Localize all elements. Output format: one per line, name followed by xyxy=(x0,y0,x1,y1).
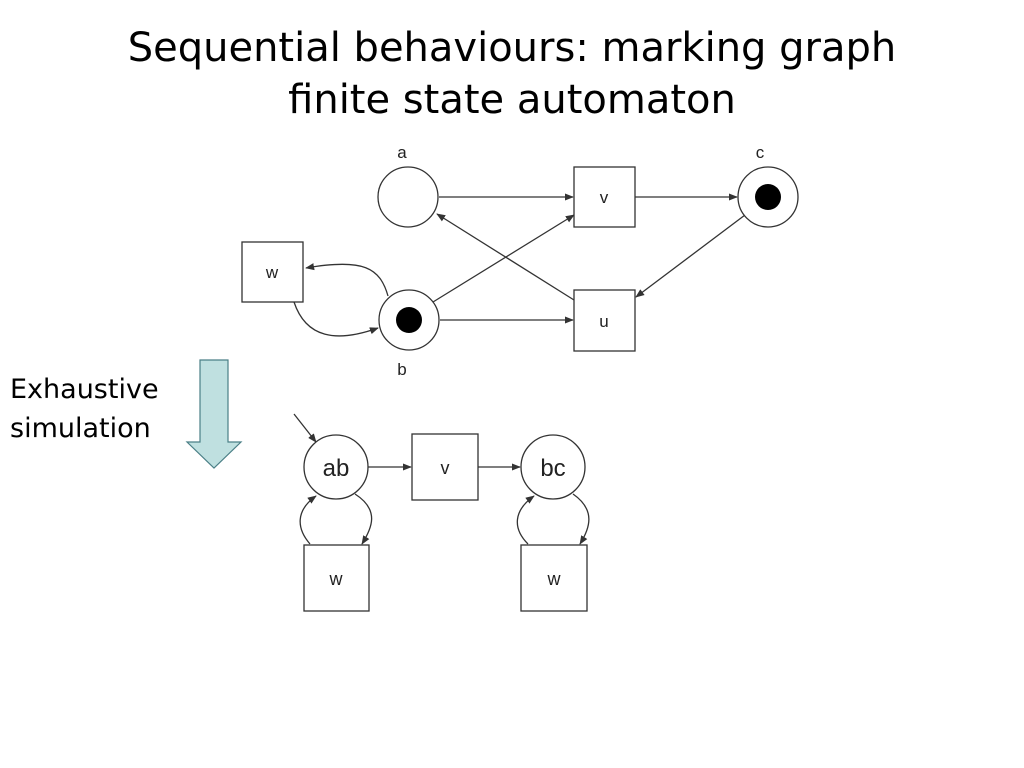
transition-w xyxy=(241,241,304,303)
exhaustive-simulation-label: Exhaustive simulation xyxy=(10,370,159,448)
arc-b-w xyxy=(305,263,389,297)
edge-w-bc xyxy=(516,495,535,545)
token-c xyxy=(755,184,781,210)
transition-u-label: u xyxy=(599,312,608,331)
down-arrow-icon xyxy=(185,359,243,469)
token-b xyxy=(396,307,422,333)
transition-v xyxy=(573,166,636,228)
slide-title: Sequential behaviours: marking graph fin… xyxy=(0,22,1024,126)
transition-w-label: w xyxy=(265,263,279,282)
automaton xyxy=(293,413,590,612)
automaton-transition-w-ab xyxy=(303,544,370,612)
arc-b-v xyxy=(432,214,575,303)
arc-w-b xyxy=(293,301,379,337)
transition-u xyxy=(573,289,636,352)
arc-u-a xyxy=(436,213,575,301)
edge-w-ab xyxy=(299,495,317,545)
initial-arrow xyxy=(293,413,317,443)
petri-net xyxy=(241,166,799,352)
edge-ab-w xyxy=(354,493,373,545)
edge-bc-w xyxy=(572,493,590,545)
place-c-label: c xyxy=(756,143,765,162)
place-a xyxy=(377,166,439,228)
transition-v-label: v xyxy=(600,188,609,207)
automaton-transition-v xyxy=(411,433,479,501)
side-label-line-1: Exhaustive xyxy=(10,374,159,405)
arc-c-u xyxy=(635,214,746,298)
automaton-transition-w-bc-label: w xyxy=(547,569,562,589)
automaton-transition-w-ab-label: w xyxy=(329,569,344,589)
state-bc-label: bc xyxy=(540,455,565,482)
state-bc xyxy=(520,434,586,500)
title-line-1: Sequential behaviours: marking graph xyxy=(127,25,897,71)
state-ab-label: ab xyxy=(323,455,350,482)
title-line-2: finite state automaton xyxy=(288,77,736,123)
automaton-transition-v-label: v xyxy=(441,458,450,478)
automaton-transition-w-bc xyxy=(520,544,588,612)
side-label-line-2: simulation xyxy=(10,413,151,444)
place-b-label: b xyxy=(397,360,406,379)
state-ab xyxy=(303,434,369,500)
place-a-label: a xyxy=(397,143,407,162)
